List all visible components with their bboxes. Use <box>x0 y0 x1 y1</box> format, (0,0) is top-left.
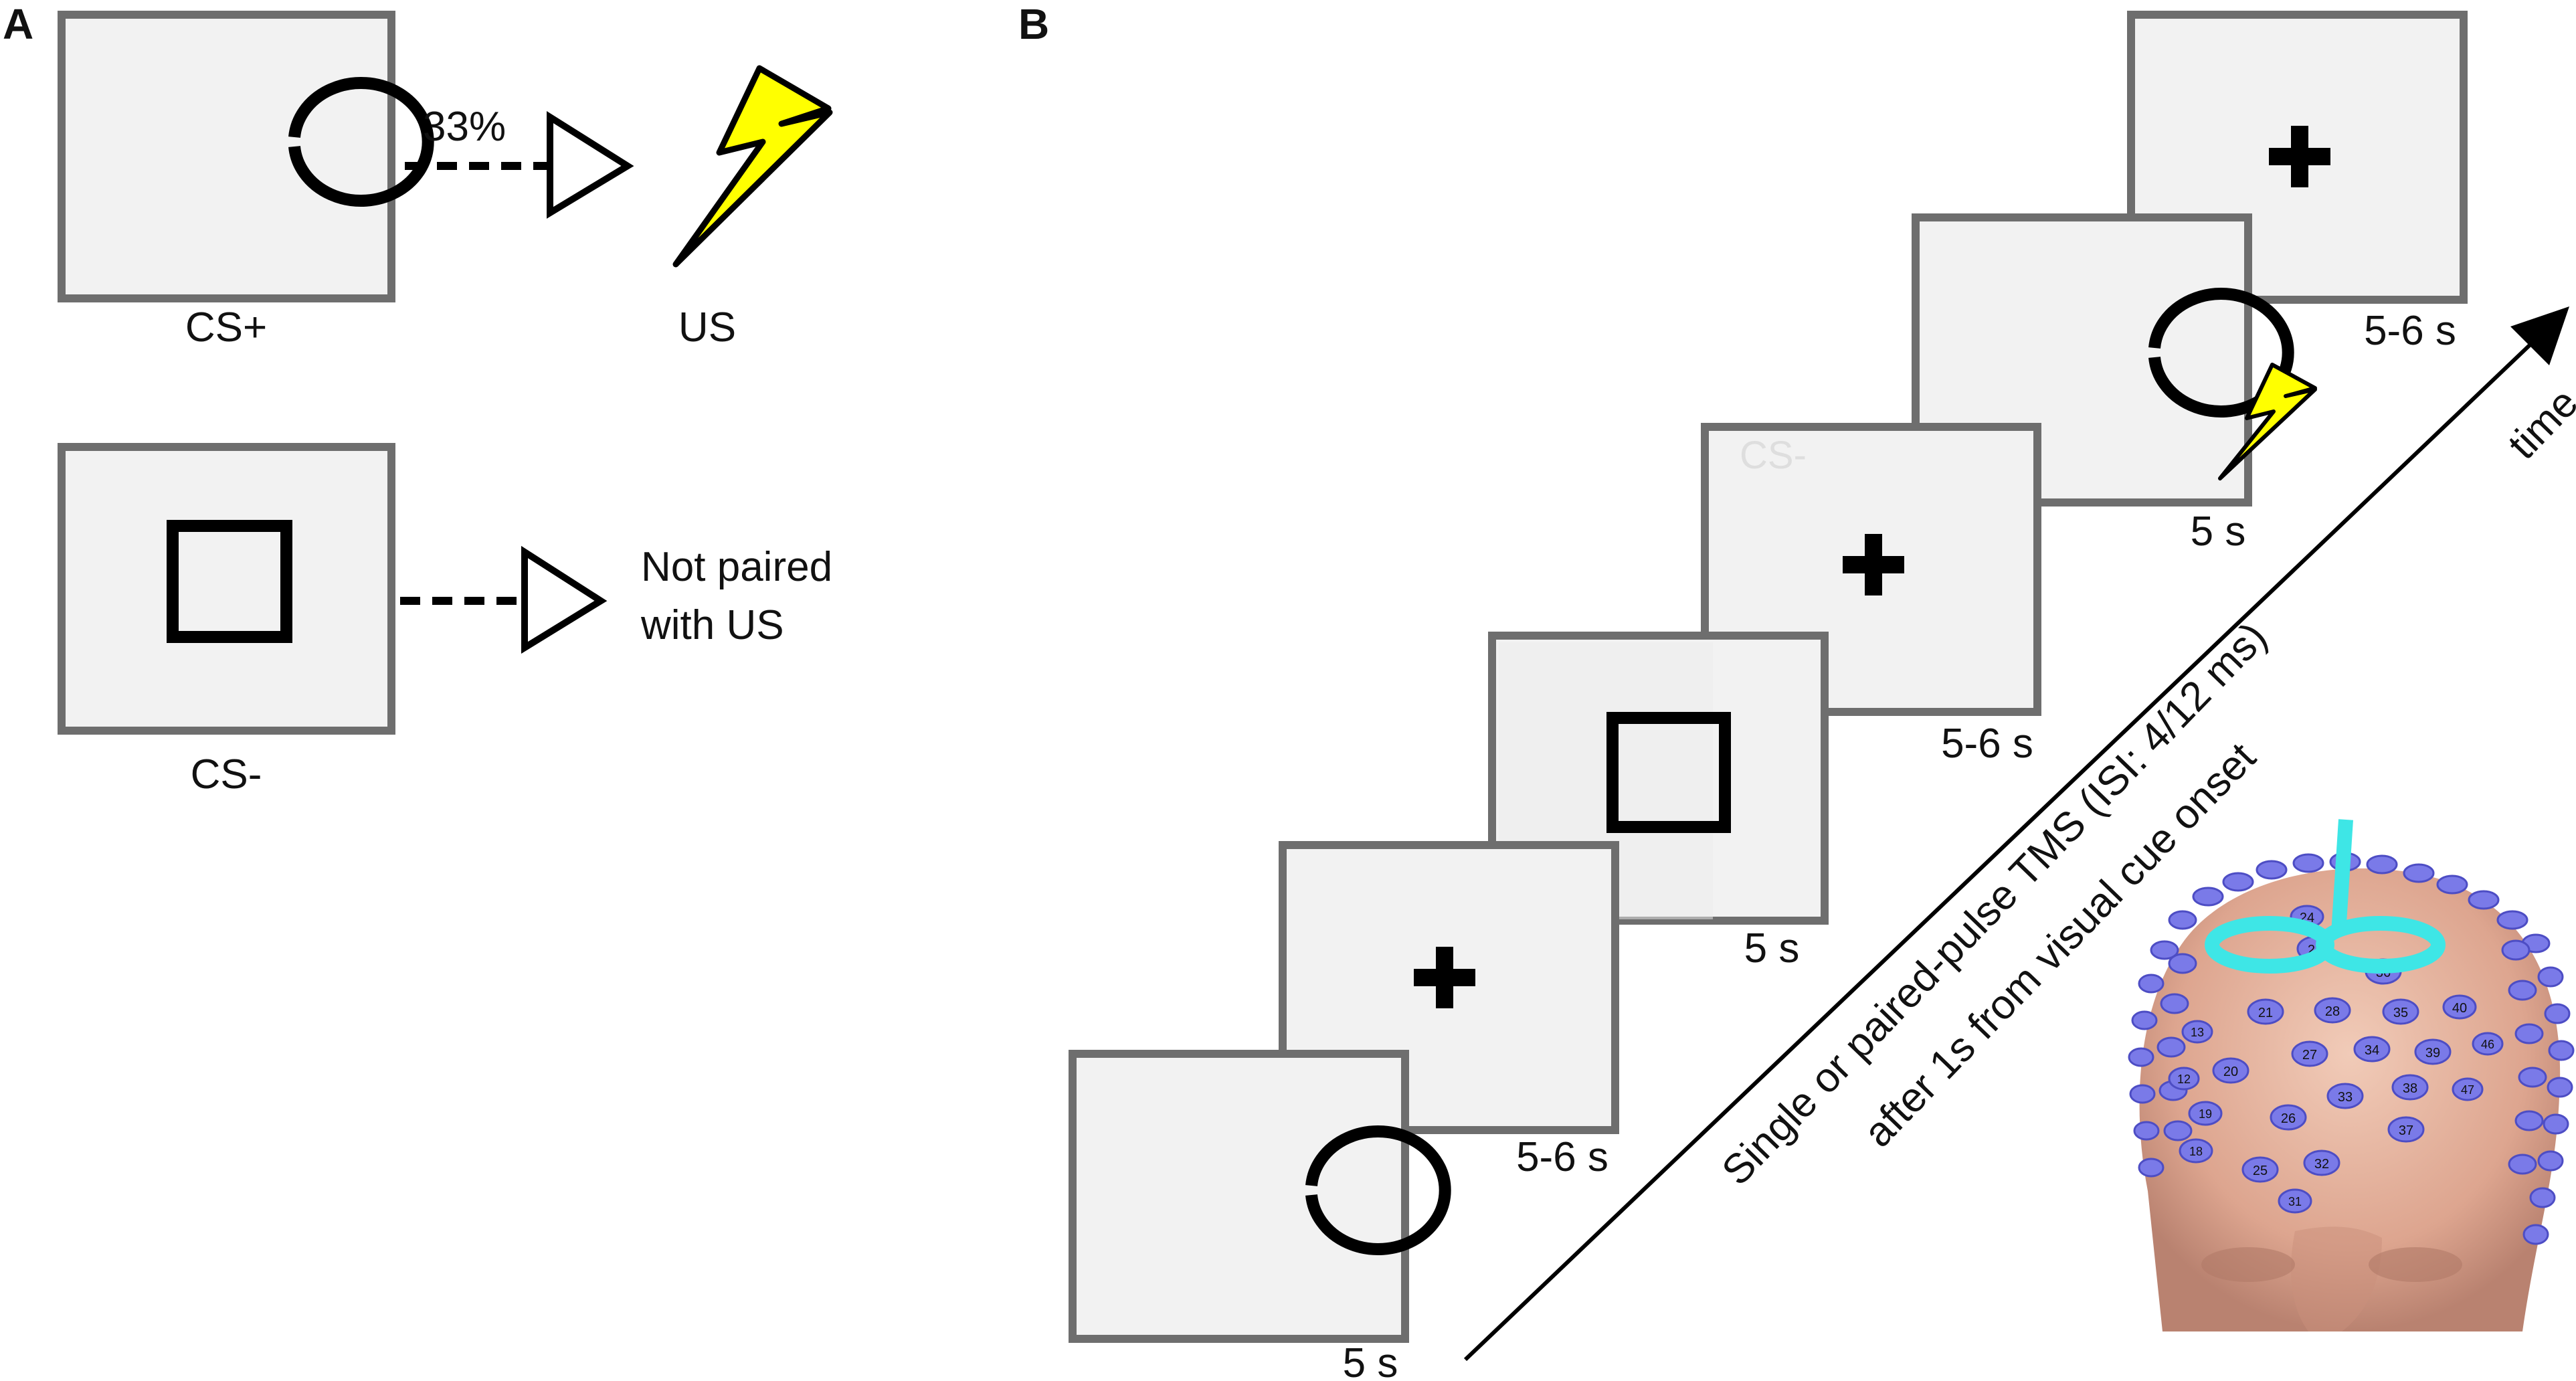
probability-label: 33% <box>423 104 506 150</box>
svg-text:32: 32 <box>2314 1157 2329 1172</box>
svg-text:33: 33 <box>2338 1090 2353 1105</box>
duration-2: 5-6 s <box>1516 1134 1608 1180</box>
electrode-46: 46 <box>2472 1032 2504 1056</box>
tms-coil-icon <box>2205 819 2446 974</box>
cs-minus-label: CS- <box>191 751 262 798</box>
time-axis <box>1463 325 2551 1362</box>
electrode-13: 13 <box>2181 1020 2213 1044</box>
cs-plus-screen <box>58 11 434 302</box>
screen-cs-plus-1 <box>1069 1050 1451 1343</box>
svg-text:13: 13 <box>2191 1026 2204 1039</box>
electrode-19: 19 <box>2188 1101 2223 1126</box>
electrode-18: 18 <box>2179 1138 2213 1164</box>
us-label: US <box>678 304 736 351</box>
small-lightning-bolt-icon <box>2218 363 2317 480</box>
svg-text:37: 37 <box>2399 1123 2413 1138</box>
cs-plus-arrow-head <box>547 110 634 219</box>
electrode-33: 33 <box>2326 1083 2364 1109</box>
cs-plus-circle <box>288 77 434 207</box>
electrode-20: 20 <box>2212 1057 2249 1084</box>
electrode-31: 31 <box>2278 1188 2312 1214</box>
panel-letter-a: A <box>3 0 33 48</box>
duration-5: 5 s <box>2191 509 2246 555</box>
svg-text:34: 34 <box>2365 1043 2379 1058</box>
duration-4: 5-6 s <box>1941 721 2033 767</box>
electrode-21: 21 <box>2247 998 2284 1025</box>
svg-text:12: 12 <box>2177 1073 2191 1086</box>
not-paired-line1: Not paired <box>641 544 832 590</box>
svg-text:35: 35 <box>2393 1006 2408 1020</box>
duration-1: 5 s <box>1343 1340 1398 1381</box>
cs-minus-screen <box>58 443 395 735</box>
electrode-39: 39 <box>2414 1038 2452 1065</box>
svg-text:47: 47 <box>2461 1083 2474 1097</box>
electrode-25: 25 <box>2241 1156 2279 1183</box>
svg-text:19: 19 <box>2199 1107 2212 1121</box>
svg-text:31: 31 <box>2288 1195 2302 1208</box>
svg-text:25: 25 <box>2253 1164 2268 1178</box>
svg-text:28: 28 <box>2325 1004 2340 1019</box>
electrode-32: 32 <box>2303 1149 2340 1176</box>
svg-text:21: 21 <box>2258 1006 2273 1020</box>
cs-minus-square <box>167 520 292 643</box>
svg-text:39: 39 <box>2425 1046 2440 1061</box>
electrode-35: 35 <box>2382 998 2419 1025</box>
duration-3: 5 s <box>1744 925 1800 972</box>
cs-plus-label: CS+ <box>185 304 267 351</box>
svg-text:27: 27 <box>2302 1048 2317 1063</box>
svg-text:40: 40 <box>2452 1001 2467 1016</box>
electrode-38: 38 <box>2391 1074 2429 1101</box>
electrode-40: 40 <box>2442 994 2477 1020</box>
svg-text:38: 38 <box>2403 1081 2417 1096</box>
electrode-28: 28 <box>2314 997 2351 1024</box>
ghost-cs-minus-label: CS- <box>1740 434 1807 477</box>
svg-text:20: 20 <box>2223 1065 2238 1079</box>
electrode-cap <box>2128 852 2575 1245</box>
head-illustration: 24 23 36 28 35 40 21 13 27 34 39 46 20 1… <box>2128 819 2575 1331</box>
time-label: time <box>2499 380 2576 468</box>
not-paired-line2: with US <box>640 602 784 648</box>
lightning-bolt-icon <box>672 65 833 268</box>
svg-text:46: 46 <box>2481 1038 2494 1051</box>
screen-cs-minus <box>1488 632 1829 925</box>
cs-minus-arrow-head <box>521 545 608 654</box>
panel-letter-b: B <box>1018 0 1049 48</box>
svg-text:18: 18 <box>2189 1145 2203 1158</box>
time-arrow-head <box>2510 306 2569 365</box>
electrode-37: 37 <box>2387 1116 2425 1143</box>
electrode-47: 47 <box>2452 1077 2484 1101</box>
electrode-26: 26 <box>2270 1104 2307 1131</box>
duration-6: 5-6 s <box>2364 308 2456 354</box>
electrode-12: 12 <box>2168 1067 2200 1091</box>
electrode-27: 27 <box>2291 1040 2328 1067</box>
svg-text:26: 26 <box>2281 1111 2296 1126</box>
electrode-34: 34 <box>2353 1036 2391 1063</box>
